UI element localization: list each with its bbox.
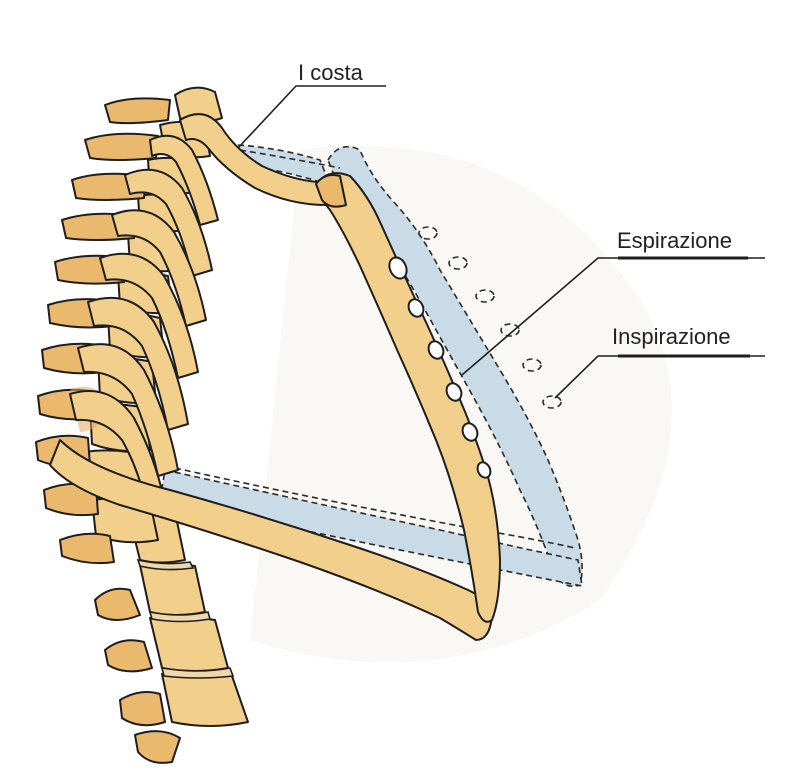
rib bbox=[99, 252, 199, 379]
costal-joints bbox=[388, 256, 492, 479]
ribs bbox=[69, 134, 219, 505]
rib bbox=[87, 297, 189, 431]
vertebra-body bbox=[149, 615, 229, 672]
rib bbox=[111, 209, 207, 327]
spinous-process bbox=[104, 639, 153, 673]
label-expiration: Espirazione bbox=[617, 228, 732, 253]
rib bbox=[124, 168, 213, 277]
rib bbox=[77, 343, 179, 477]
spinous-process bbox=[119, 691, 166, 727]
first-rib-leader bbox=[237, 85, 386, 149]
leader-lines bbox=[237, 85, 765, 399]
costal-margin bbox=[49, 439, 493, 641]
spinous-process bbox=[94, 587, 141, 621]
label-inspiration: Inspirazione bbox=[612, 324, 731, 349]
inspiration-sternum bbox=[327, 145, 583, 588]
vertebra-body bbox=[139, 562, 206, 616]
label-first-rib: I costa bbox=[298, 60, 363, 85]
